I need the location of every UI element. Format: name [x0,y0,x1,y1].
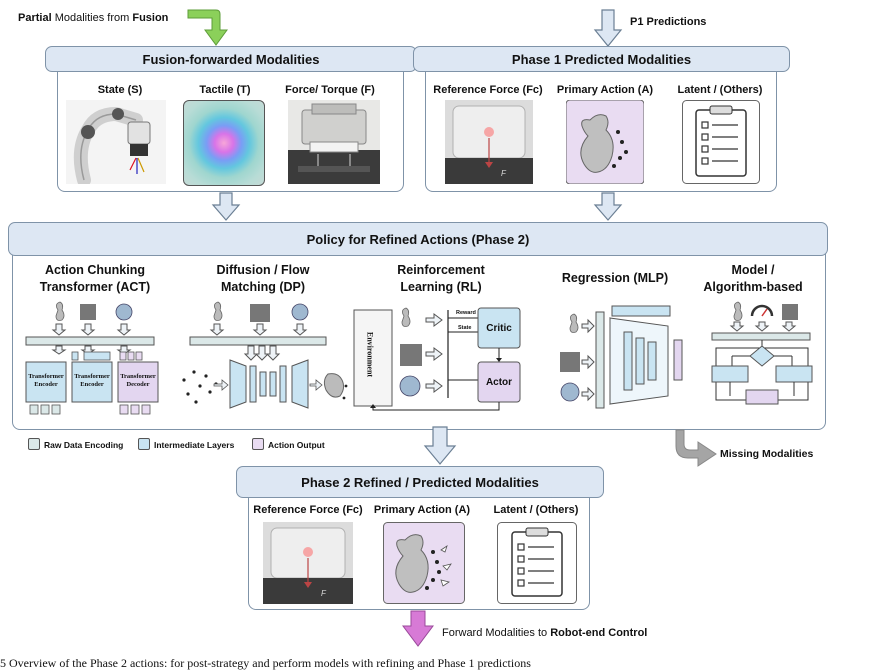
act-block-1: Transformer Encoder [28,373,64,388]
model-title: Model /Algorithm-based [703,263,803,294]
rl-diagram [353,307,521,411]
rl-actor-label: Actor [485,377,513,388]
phase2-primary-action-label: Primary Action (A) [373,504,471,516]
legend-intermediate-swatch [138,438,150,450]
fusion-down-arrow-icon [211,192,241,221]
phase2-panel-title: Phase 2 Refined / Predicted Modalities [236,466,604,498]
act-diagram [25,301,159,415]
phase1-panel-title: Phase 1 Predicted Modalities [413,46,790,72]
phase2-latent-label: Latent / (Others) [493,504,579,516]
legend-raw-swatch [28,438,40,450]
partial-modalities-label: Partial Modalities from Fusion [18,12,169,24]
missing-modalities-label: Missing Modalities [720,448,814,460]
phase2-reference-force-image: F [263,522,353,604]
phase2-clipboard-icon [497,522,577,604]
model-diagram [711,301,813,405]
rl-reward-label: Reward [456,310,476,316]
forward-modalities-label: Forward Modalities to Robot-end Control [442,627,648,639]
act-block-2: Transformer Encoder [74,373,110,388]
rl-environment-label: Environment [365,331,375,378]
legend-intermediate-label: Intermediate Layers [154,440,235,450]
rl-state-label: State [458,325,472,331]
legend-action-label: Action Output [268,440,325,450]
act-input-icons [55,301,133,321]
legend-action-swatch [252,438,264,450]
svg-text:F: F [501,169,507,178]
act-block-3: Transformer Decoder [120,373,156,388]
policy-panel-title: Policy for Refined Actions (Phase 2) [8,222,828,256]
phase1-reference-force-label: Reference Force (Fc) [433,84,543,96]
policy-down-arrow-icon [423,426,457,465]
robot-arm-image [66,100,166,184]
phase1-latent-label: Latent / (Others) [677,84,763,96]
figure-caption: 5 Overview of the Phase 2 actions: for p… [0,656,531,670]
phase2-primary-action-image [383,522,465,604]
force-torque-image [288,100,380,184]
legend-raw-label: Raw Data Encoding [44,440,124,450]
phase1-primary-action-image [566,100,644,184]
phase1-primary-action-label: Primary Action (A) [556,84,654,96]
rl-critic-label: Critic [486,323,512,334]
phase2-reference-force-label: Reference Force (Fc) [253,504,363,516]
dp-diagram [182,301,348,409]
tactile-label: Tactile (T) [199,84,251,96]
p1-predictions-label: P1 Predictions [630,16,707,28]
pink-down-arrow-icon [402,610,434,647]
state-label: State (S) [97,84,143,96]
phase1-reference-force-image: F [445,100,533,184]
force-torque-label: Force/ Torque (F) [285,84,375,96]
mlp-title: Regression (MLP) [561,271,669,285]
missing-arrow-icon [675,429,717,467]
fusion-panel-title: Fusion-forwarded Modalities [45,46,417,72]
p1-arrow-icon [593,9,623,47]
phase1-clipboard-icon [682,100,760,184]
tactile-image [183,100,265,186]
mlp-diagram [560,305,683,409]
phase1-down-arrow-icon [593,192,623,221]
svg-text:F: F [321,589,327,598]
green-arrow-icon [187,9,228,46]
